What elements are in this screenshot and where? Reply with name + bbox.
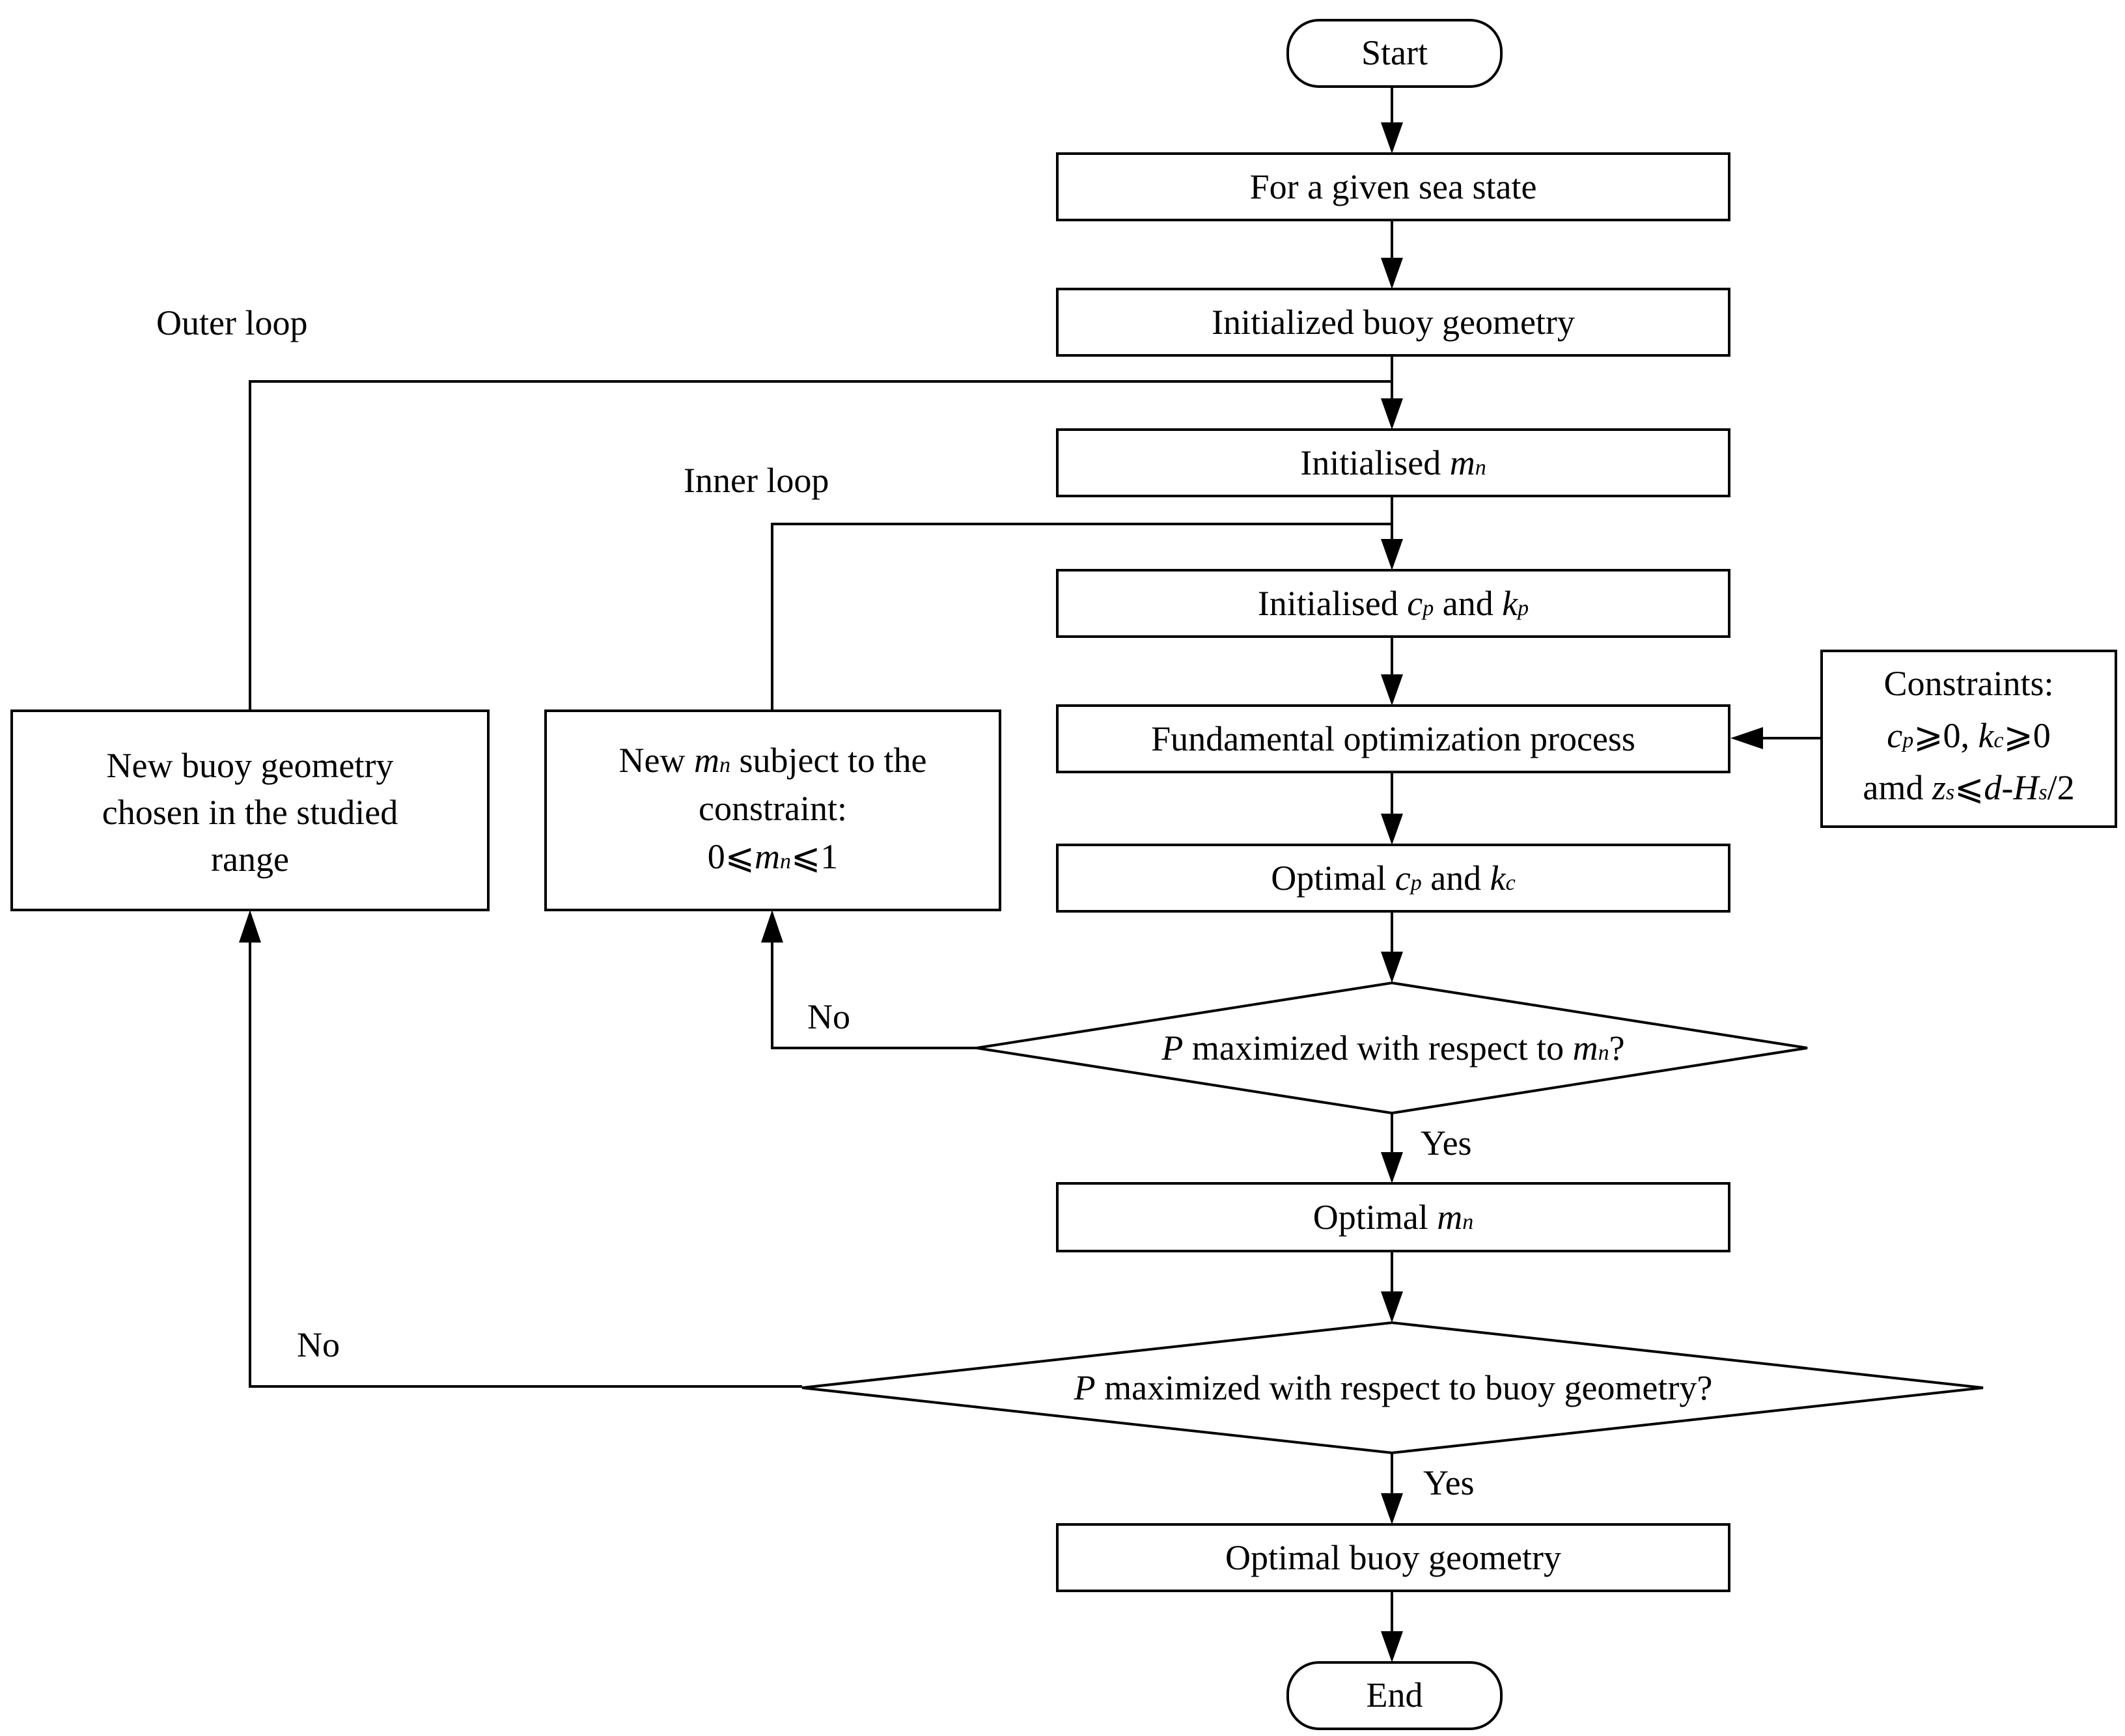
yes-label-inner: Yes (1421, 1123, 1472, 1163)
decision-geometry-label: P maximized with respect to buoy geometr… (1074, 1368, 1713, 1407)
new-geometry-line-3: range (211, 840, 289, 879)
new-mn-line-3: 0⩽mn⩽1 (708, 837, 839, 876)
process-shape (544, 710, 1001, 911)
arrowhead (1381, 539, 1403, 570)
decision-shape (801, 1321, 1984, 1455)
arrowhead (1381, 258, 1403, 289)
constraints-line-2: cp⩾0, kc⩾0 (1887, 716, 2051, 755)
arrowhead (1381, 952, 1403, 983)
outer-loop-label: Outer loop (156, 303, 307, 342)
start-label: Start (1361, 33, 1428, 72)
optimal-cp-kc-label: Optimal cp and kc (1271, 859, 1515, 898)
new-geometry-line-2: chosen in the studied (102, 793, 398, 832)
arrowhead (239, 910, 261, 943)
init-mn-label: Initialised mn (1300, 443, 1486, 482)
new-geometry-box: New buoy geometry chosen in the studied … (10, 710, 490, 911)
process-shape (1056, 844, 1730, 913)
init-mn-box: Initialised mn (1056, 428, 1730, 497)
arrowhead (1381, 1631, 1403, 1662)
process-shape (1056, 288, 1730, 357)
end-terminal: End (1286, 1661, 1503, 1730)
arrowhead (1381, 398, 1403, 430)
decision-geometry: P maximized with respect to buoy geometr… (801, 1321, 1984, 1455)
process-shape (1056, 152, 1730, 221)
sea-state-box: For a given sea state (1056, 152, 1730, 221)
process-shape (10, 710, 490, 911)
new-geometry-line-1: New buoy geometry (107, 746, 394, 785)
yes-label-outer: Yes (1423, 1463, 1475, 1502)
process-shape (1056, 1182, 1730, 1252)
optimal-geometry-label: Optimal buoy geometry (1225, 1538, 1561, 1577)
optimal-mn-box: Optimal mn (1056, 1182, 1730, 1252)
decision-mn: P maximized with respect to mn? (976, 981, 1808, 1115)
arrowhead (761, 910, 783, 943)
connectors (239, 87, 1822, 1662)
start-terminal: Start (1286, 19, 1503, 88)
constraints-box: Constraints: cp⩾0, kc⩾0 amd zs⩽d-Hs/2 (1820, 650, 2117, 828)
arrowhead (1381, 1291, 1403, 1323)
new-mn-line-2: constraint: (699, 789, 847, 828)
optimal-mn-label: Optimal mn (1313, 1198, 1473, 1237)
inner-loop-no-path (771, 943, 977, 1049)
constraints-line-3: amd zs⩽d-Hs/2 (1863, 768, 2074, 807)
optimal-geometry-box: Optimal buoy geometry (1056, 1523, 1730, 1592)
arrowhead (1730, 727, 1763, 749)
process-shape (1056, 569, 1730, 638)
inner-loop-return-path (771, 523, 1392, 711)
arrowhead (1381, 814, 1403, 845)
arrowhead (1381, 122, 1403, 154)
no-label-outer: No (297, 1325, 340, 1364)
constraints-title: Constraints: (1883, 664, 2053, 703)
new-mn-box: New mn subject to the constraint: 0⩽mn⩽1 (544, 710, 1001, 911)
no-label-inner: No (807, 997, 850, 1036)
init-cp-kp-box: Initialised cp and kp (1056, 569, 1730, 638)
decision-mn-label: P maximized with respect to mn? (1161, 1028, 1624, 1068)
inner-loop-label: Inner loop (684, 461, 829, 500)
process-shape (1056, 428, 1730, 497)
optimal-cp-kc-box: Optimal cp and kc (1056, 844, 1730, 913)
arrowhead (1381, 674, 1403, 706)
process-shape (1056, 704, 1730, 773)
arrowhead (1381, 1493, 1403, 1524)
outer-loop-no-path (249, 943, 802, 1388)
init-geometry-box: Initialized buoy geometry (1056, 288, 1730, 357)
sea-state-label: For a given sea state (1250, 167, 1537, 206)
fundamental-box: Fundamental optimization process (1056, 704, 1730, 773)
init-geometry-label: Initialized buoy geometry (1212, 303, 1575, 342)
decision-shape (976, 981, 1808, 1115)
constraint-shape (1820, 650, 2117, 828)
terminal-shape (1286, 1661, 1503, 1730)
terminal-shape (1286, 19, 1503, 88)
arrowhead (1381, 1152, 1403, 1183)
init-cp-kp-label: Initialised cp and kp (1258, 584, 1529, 623)
new-mn-line-1: New mn subject to the (619, 741, 927, 780)
end-label: End (1367, 1675, 1423, 1715)
process-shape (1056, 1523, 1730, 1592)
outer-loop-return-path (249, 380, 1392, 711)
fundamental-label: Fundamental optimization process (1151, 719, 1635, 758)
